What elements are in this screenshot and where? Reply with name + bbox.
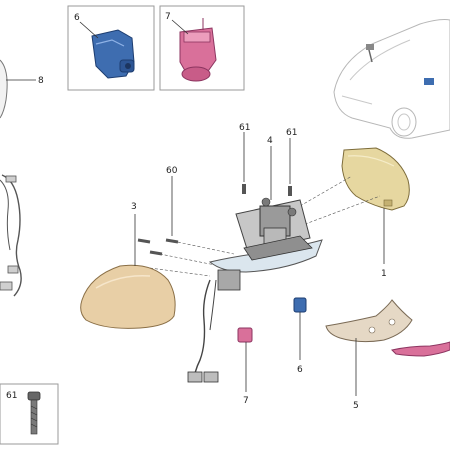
camera-pink-icon: [179, 18, 217, 82]
callout-7-box: 7: [165, 12, 171, 22]
callout-60: 60: [166, 166, 178, 176]
callout-8: 8: [38, 76, 44, 86]
leader-line: [171, 19, 189, 35]
mirror-glass-icon: [341, 147, 410, 211]
callout-7: 7: [243, 396, 249, 406]
car-silhouette-icon: [333, 19, 450, 139]
leader-line: [79, 21, 99, 39]
screw-icon: [27, 391, 41, 435]
screw-icon: [137, 238, 179, 256]
guide-line: [167, 239, 235, 255]
guide-line: [299, 195, 381, 227]
inset-box-part-61[interactable]: 61: [0, 383, 59, 445]
callout-61-a: 61: [239, 123, 250, 133]
callout-3: 3: [131, 202, 137, 212]
callout-61-box: 61: [6, 391, 17, 401]
camera-pink-icon: [237, 327, 253, 343]
pink-trim-strip: [391, 341, 450, 357]
inset-box-part-7[interactable]: 7: [159, 5, 245, 91]
callout-6-box: 6: [74, 13, 80, 23]
camera-blue-icon: [91, 29, 135, 79]
camera-blue-icon: [293, 297, 307, 313]
screw-icon: [242, 184, 292, 196]
guide-line: [299, 175, 353, 207]
mirror-base-assembly-icon: [208, 197, 323, 291]
mirror-trim-icon: [325, 299, 413, 343]
callout-4: 4: [267, 136, 273, 146]
callout-6: 6: [297, 365, 303, 375]
callout-61-b: 61: [286, 128, 297, 138]
callout-1: 1: [381, 269, 387, 279]
inset-box-part-6[interactable]: 6: [67, 5, 155, 91]
guide-line: [149, 267, 211, 277]
wire-harness-icon: [0, 59, 22, 297]
mirror-cap-icon: [80, 264, 176, 329]
wire-harness-icon: [187, 279, 219, 383]
callout-5: 5: [353, 401, 359, 411]
